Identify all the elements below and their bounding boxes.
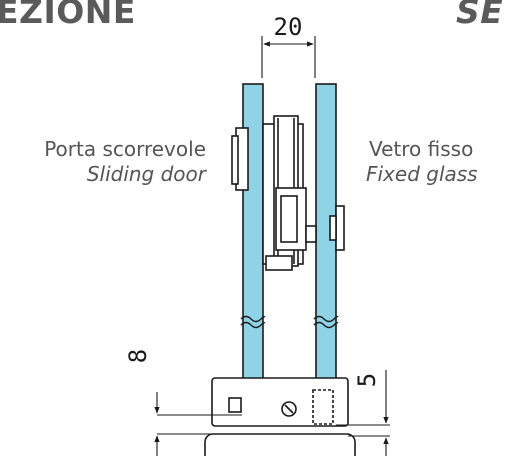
- fixed-glass-panel: [315, 83, 337, 413]
- bottom-profile: [204, 377, 356, 456]
- break-lines: [240, 315, 339, 329]
- roller-carriage: [231, 115, 345, 271]
- label-sliding-door-italian: Porta scorrevole: [44, 137, 206, 161]
- section-title-right: SE: [456, 0, 504, 31]
- section-title-left: EZIONE: [0, 0, 136, 31]
- dimension-lines: [154, 36, 390, 456]
- dimension-gap: 20: [274, 13, 303, 41]
- dimension-height-left: 8: [124, 349, 152, 363]
- label-sliding-door-english: Sliding door: [86, 162, 206, 186]
- label-fixed-glass-italian: Vetro fisso: [369, 137, 474, 161]
- label-fixed-glass-english: Fixed glass: [366, 162, 478, 186]
- dimension-height-right: 5: [353, 373, 381, 387]
